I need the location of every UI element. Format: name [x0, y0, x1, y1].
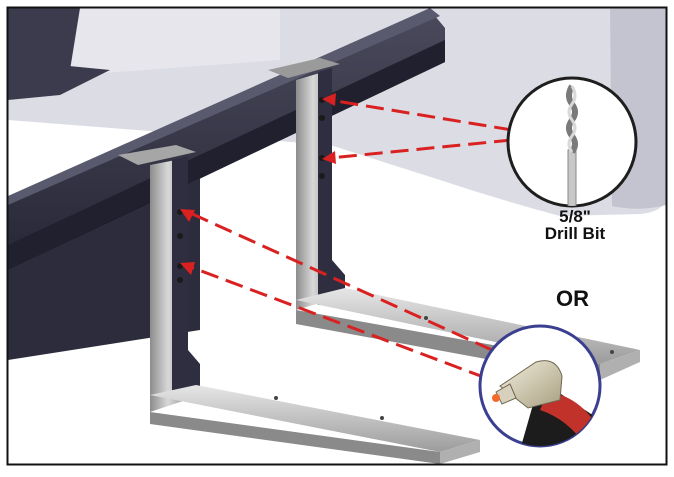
drill-name-text: Drill Bit	[544, 224, 606, 243]
drill-size-text: 5/8"	[559, 207, 591, 226]
arrow-cutter-upper	[187, 210, 493, 352]
drill-bit-label: 5/8" Drill Bit	[520, 208, 630, 242]
guide-arrows	[187, 98, 513, 380]
cutter-inset	[478, 324, 602, 448]
drill-bit-icon	[566, 84, 578, 206]
arrow-drill-upper	[329, 98, 513, 132]
arrow-heads	[180, 93, 336, 275]
drill-inset	[506, 76, 638, 208]
diagram-border	[6, 6, 668, 466]
front-bracket	[118, 145, 480, 464]
arrow-drill-lower	[329, 138, 513, 160]
or-label: OR	[556, 286, 589, 311]
arrow-cutter-lower	[187, 264, 487, 380]
